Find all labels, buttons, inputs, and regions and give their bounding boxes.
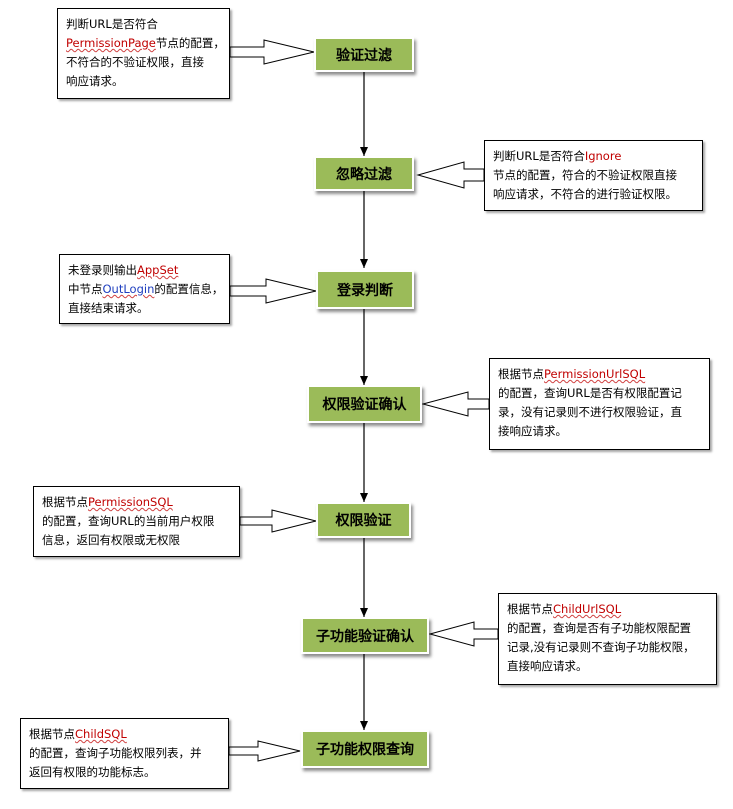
step-verify-filter: 验证过滤: [314, 37, 414, 72]
note-line: 响应请求，不符合的进行验证权限。: [493, 187, 677, 201]
note-line: 直接响应请求。: [507, 659, 588, 673]
note-login-check: 未登录则输出AppSet 中节点OutLogin的配置信息， 直接结束请求。: [59, 254, 230, 324]
note-line: 判断URL是否符合: [66, 17, 158, 31]
note-text: 判断URL是否符合: [493, 149, 585, 163]
note-line: 不符合的不验证权限，直接: [66, 55, 204, 69]
note-line: 录，没有记录则不进行权限验证，直: [498, 405, 682, 419]
note-text: 节点的配置，: [155, 36, 225, 50]
callout-arrow-6: [428, 621, 499, 647]
note-line: 信息，返回有权限或无权限: [42, 533, 180, 547]
note-permission-verify: 根据节点PermissionSQL 的配置，查询URL的当前用户权限 信息，返回…: [33, 486, 240, 557]
note-text: 未登录则输出: [68, 263, 137, 277]
note-text: 中节点: [68, 282, 103, 296]
callout-arrow-2: [416, 161, 485, 189]
note-verify-filter: 判断URL是否符合 PermissionPage节点的配置， 不符合的不验证权限…: [57, 8, 230, 99]
note-line: 的配置，查询子功能权限列表，并: [29, 746, 202, 760]
step-child-permission-query: 子功能权限查询: [301, 730, 429, 768]
step-permission-confirm: 权限验证确认: [307, 385, 422, 423]
note-line: 返回有权限的功能标志。: [29, 765, 156, 779]
note-line: 的配置，查询URL的当前用户权限: [42, 514, 215, 528]
note-ignore-filter: 判断URL是否符合Ignore 节点的配置，符合的不验证权限直接 响应请求，不符…: [484, 140, 703, 211]
callout-arrow-1: [229, 39, 315, 65]
callout-arrow-7: [228, 740, 301, 762]
keyword-permissionpage: PermissionPage: [66, 36, 156, 50]
keyword-permissionurlsql: PermissionUrlSQL: [544, 367, 646, 381]
step-login-check: 登录判断: [316, 270, 414, 309]
keyword-permissionsql: PermissionSQL: [88, 495, 173, 509]
note-text: 根据节点: [498, 367, 544, 381]
note-line: 根据节点ChildSQL: [29, 725, 220, 744]
callout-arrow-3: [229, 278, 317, 304]
note-line: 判断URL是否符合Ignore: [493, 147, 694, 166]
note-line: 未登录则输出AppSet: [68, 261, 221, 280]
note-text: 根据节点: [507, 602, 553, 616]
note-line: 的配置，查询是否有子功能权限配置: [507, 621, 691, 635]
keyword-childurlsql: ChildUrlSQL: [553, 602, 622, 616]
note-permission-confirm: 根据节点PermissionUrlSQL 的配置，查询URL是否有权限配置记 录…: [489, 358, 710, 450]
callout-arrow-5: [239, 509, 317, 533]
step-permission-verify: 权限验证: [316, 502, 411, 538]
note-line: 根据节点ChildUrlSQL: [507, 600, 708, 619]
note-line: 根据节点PermissionUrlSQL: [498, 365, 701, 384]
note-child-verify-confirm: 根据节点ChildUrlSQL 的配置，查询是否有子功能权限配置 记录,没有记录…: [498, 593, 717, 685]
note-line: 响应请求。: [66, 74, 124, 88]
note-line: 接响应请求。: [498, 424, 567, 438]
keyword-childsql: ChildSQL: [75, 727, 127, 741]
note-line: 根据节点PermissionSQL: [42, 493, 231, 512]
note-line: 的配置，查询URL是否有权限配置记: [498, 386, 682, 400]
keyword-appset: AppSet: [137, 263, 179, 277]
keyword-ignore: Ignore: [584, 149, 622, 163]
note-line: PermissionPage节点的配置，: [66, 34, 225, 53]
note-line: 中节点OutLogin的配置信息，: [68, 280, 224, 299]
callout-arrow-4: [421, 391, 490, 417]
note-line: 直接结束请求。: [68, 301, 149, 315]
note-line: 记录,没有记录则不查询子功能权限，: [507, 640, 695, 654]
note-text: 根据节点: [29, 727, 75, 741]
keyword-outlogin: OutLogin: [102, 282, 155, 296]
step-child-verify-confirm: 子功能验证确认: [301, 617, 429, 654]
note-text: 根据节点: [42, 495, 88, 509]
note-child-permission-query: 根据节点ChildSQL 的配置，查询子功能权限列表，并 返回有权限的功能标志。: [20, 718, 229, 789]
step-ignore-filter: 忽略过滤: [314, 156, 414, 191]
note-line: 节点的配置，符合的不验证权限直接: [493, 168, 677, 182]
note-text: 的配置信息，: [154, 282, 224, 296]
